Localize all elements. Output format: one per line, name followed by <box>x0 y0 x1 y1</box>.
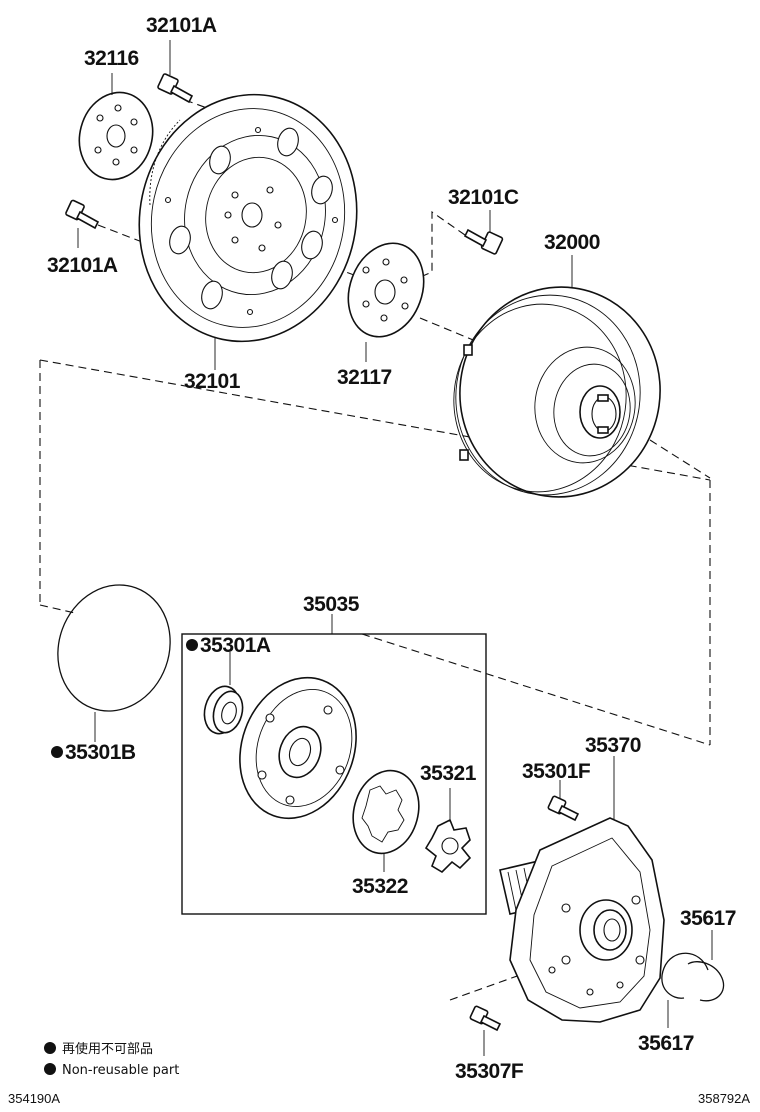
label-35321: 35321 <box>420 762 477 785</box>
label-32101A-top: 32101A <box>146 14 217 37</box>
label-35322: 35322 <box>352 875 408 898</box>
legend-marker-en <box>44 1063 56 1075</box>
bolt-32101A-left <box>65 199 100 248</box>
label-35035: 35035 <box>303 593 360 616</box>
illustration-code-right: 358792A <box>698 1091 750 1106</box>
seal-rings-35617 <box>661 930 725 1028</box>
bolt-32101C <box>463 210 504 255</box>
label-32000: 32000 <box>544 231 600 254</box>
torque-converter-32000 <box>453 255 661 498</box>
assembly-dashed-lines <box>39 99 711 1001</box>
label-35617-lower: 35617 <box>638 1032 694 1055</box>
part-labels: 32101A 32116 32101A 32101C 32000 32101 3… <box>47 14 736 1083</box>
label-35370: 35370 <box>585 734 641 757</box>
oil-pump-assy-35370 <box>499 756 665 1023</box>
legend-text-en: Non-reusable part <box>62 1063 179 1078</box>
legend-text-jp: 再使用不可部品 <box>62 1041 153 1057</box>
oil-pump-kit-35035 <box>181 614 487 915</box>
non-reusable-marker <box>186 639 198 651</box>
plate-32116 <box>78 73 154 181</box>
label-32101C: 32101C <box>448 186 519 209</box>
bolt-32101A-top <box>157 40 194 104</box>
label-35617-upper: 35617 <box>680 907 736 930</box>
non-reusable-marker <box>51 746 63 758</box>
label-35301A: 35301A <box>200 634 271 657</box>
bolt-35301F <box>547 780 580 822</box>
label-35301B: 35301B <box>65 741 136 764</box>
plate-32117 <box>347 242 425 362</box>
o-ring-35301B <box>57 584 171 742</box>
illustration-code-left: 354190A <box>8 1091 60 1106</box>
legend-marker-jp <box>44 1042 56 1054</box>
drive-plate-32101 <box>138 93 358 343</box>
label-32116: 32116 <box>84 47 139 70</box>
bolt-35307F <box>469 1005 502 1056</box>
label-35307F: 35307F <box>455 1060 524 1083</box>
label-32101A-left: 32101A <box>47 254 118 277</box>
legend: 再使用不可部品 Non-reusable part <box>44 1041 179 1078</box>
label-35301F: 35301F <box>522 760 591 783</box>
label-32117: 32117 <box>337 366 392 389</box>
label-32101: 32101 <box>184 370 241 393</box>
